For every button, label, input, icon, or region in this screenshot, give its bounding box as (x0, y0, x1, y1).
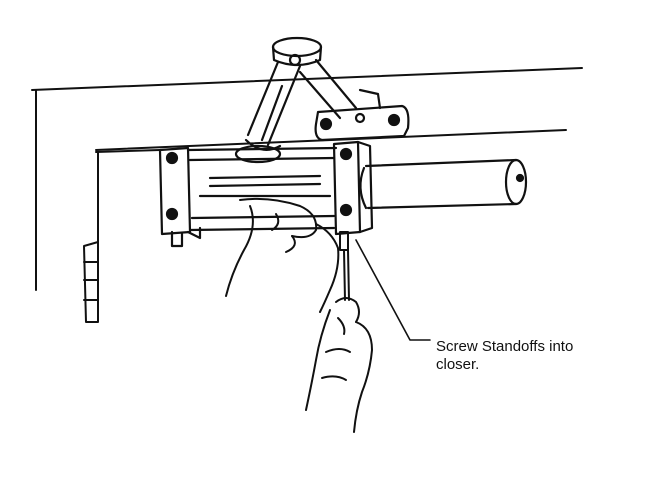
closer-body (158, 146, 338, 248)
upper-hand (225, 197, 340, 313)
standoff-and-key (339, 231, 350, 301)
callout-label: Screw Standoffs into closer. (436, 338, 574, 373)
callout-leader (355, 239, 431, 341)
lower-hand (305, 297, 373, 433)
closer-bracket (332, 140, 374, 236)
arm-bracket (314, 88, 410, 142)
door-frame (31, 67, 583, 321)
hinge (83, 241, 99, 323)
closer-cylinder (359, 158, 528, 210)
